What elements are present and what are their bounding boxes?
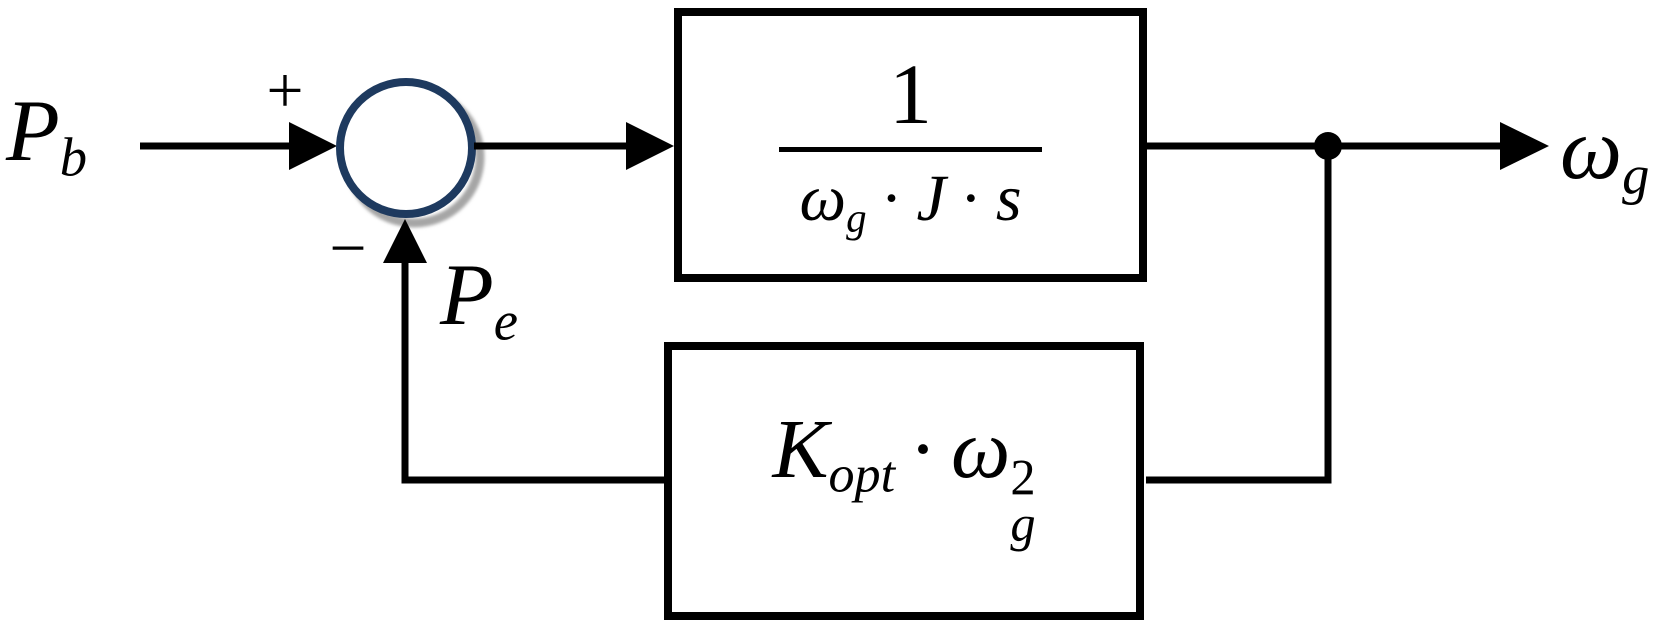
omega-subscript: g — [1010, 495, 1036, 552]
minus-sign: − — [329, 212, 367, 285]
output-signal-label: ωg — [1560, 106, 1649, 203]
omega-symbol: ω — [951, 403, 1011, 497]
gain-symbol: K — [772, 403, 829, 497]
integrator-numerator: 1 — [888, 45, 932, 142]
laplace-symbol: s — [995, 161, 1022, 235]
block-input-arrowhead-icon — [626, 122, 674, 170]
input-label-base: P — [6, 83, 60, 180]
output-label-base: ω — [1560, 101, 1623, 198]
dot-operator: · — [959, 161, 982, 235]
integrator-block: 1 ωg·J·s — [674, 8, 1147, 282]
output-label-subscript: g — [1622, 144, 1650, 206]
feedback-wire-left — [401, 262, 664, 484]
omega-symbol: ω — [799, 161, 847, 235]
feedback-wire-right — [1146, 150, 1332, 484]
omega-subscript: g — [846, 195, 867, 241]
integrator-denominator: ωg·J·s — [779, 146, 1042, 241]
output-arrowhead-icon — [1500, 122, 1549, 170]
branch-dot — [1314, 132, 1342, 160]
dot-operator: · — [880, 161, 903, 235]
feedback-label-base: P — [440, 247, 494, 344]
feedback-signal-label: Pe — [440, 252, 518, 349]
omega-superscript: 2 — [1010, 449, 1036, 506]
input-signal-label: Pb — [6, 88, 87, 185]
feedback-label-subscript: e — [493, 290, 518, 352]
input-label-subscript: b — [59, 126, 88, 188]
input-arrowhead-icon — [289, 122, 337, 170]
feedback-arrowhead-icon — [383, 219, 427, 263]
plus-sign: + — [266, 54, 304, 127]
sum-junction — [336, 78, 476, 218]
integrator-fraction: 1 ωg·J·s — [779, 45, 1042, 241]
gain-subscript: opt — [828, 446, 896, 504]
inertia-symbol: J — [916, 161, 946, 235]
dot-operator: · — [909, 403, 938, 497]
